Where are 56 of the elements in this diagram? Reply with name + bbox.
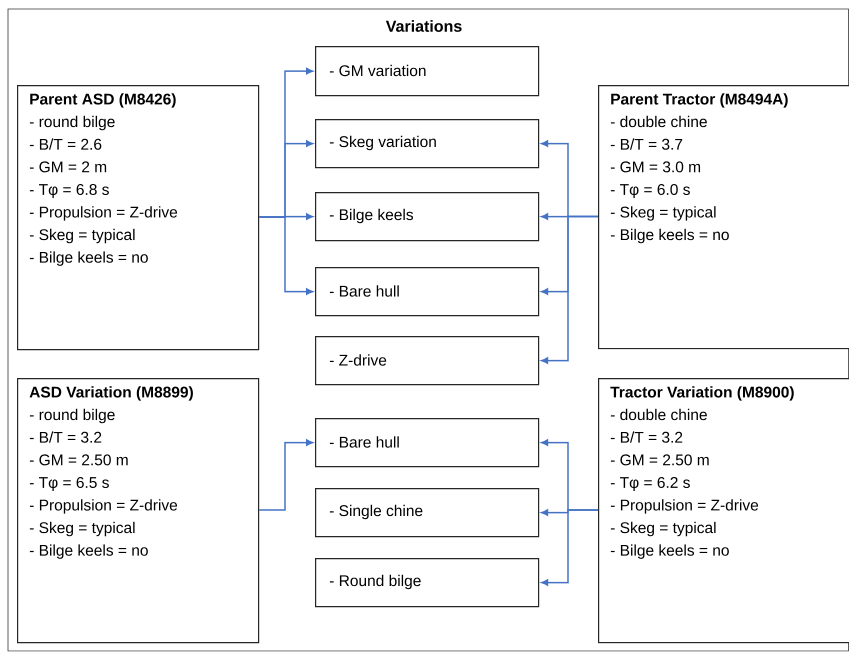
spec-box — [598, 378, 849, 644]
node-label: - GM = 3.0 m — [610, 161, 700, 172]
node-label: - Propulsion = Z-drive — [30, 499, 178, 514]
node-label: - GM = 2.50 m — [30, 454, 128, 466]
node-label: - Propulsion = Z-drive — [30, 206, 178, 221]
spec-box — [17, 378, 260, 644]
node-label: - double chine — [610, 116, 707, 128]
node-label: - Skeg variation — [330, 136, 436, 150]
variation-box — [315, 119, 540, 168]
node-label: - Round bilge — [330, 574, 421, 590]
node-label: Parent ASD (M8426) — [30, 93, 176, 108]
node-label: - Bilge keels — [330, 208, 414, 224]
arrow — [259, 439, 314, 511]
node-label: - Bare hull — [330, 436, 399, 448]
node-label: - Z-drive — [330, 354, 386, 366]
variation-box — [315, 418, 540, 468]
arrow — [541, 216, 598, 364]
node-label: - round bilge — [30, 408, 115, 424]
node-label: ASD Variation (M8899) — [30, 386, 193, 401]
node-label: - Skeg = typical — [610, 206, 716, 221]
node-label: - Tφ = 6.8 s — [30, 184, 109, 198]
node-label: - Bilge keels = no — [610, 228, 729, 244]
variation-box — [315, 558, 540, 608]
node-label: - Bilge keels = no — [610, 544, 729, 559]
node-label: - Propulsion = Z-drive — [610, 499, 758, 514]
spec-box — [598, 85, 849, 350]
node-label: - GM = 2 m — [30, 161, 106, 172]
node-label: - Bilge keels = no — [30, 251, 148, 266]
spec-box — [17, 85, 260, 350]
variation-box — [315, 192, 540, 242]
node-label: - Skeg = typical — [30, 228, 135, 244]
node-label: - Tφ = 6.2 s — [610, 477, 690, 492]
node-label: - Tφ = 6.0 s — [610, 184, 690, 198]
node-label: - round bilge — [30, 116, 115, 130]
node-label: - Bilge keels = no — [30, 544, 148, 559]
node-label: - double chine — [610, 408, 707, 420]
node-label: - Skeg = typical — [30, 522, 135, 536]
node-label: - GM = 2.50 m — [610, 454, 709, 466]
node-label: - Skeg = typical — [610, 522, 716, 536]
title: Variations — [386, 20, 462, 32]
node-label: - GM variation — [330, 64, 426, 76]
node-label: - B/T = 3.2 — [30, 431, 102, 443]
node-label: - Tφ = 6.5 s — [30, 477, 109, 492]
node-label: - B/T = 2.6 — [30, 138, 102, 150]
variation-box — [315, 267, 540, 316]
arrow — [259, 216, 314, 295]
node-label: - B/T = 3.2 — [610, 431, 682, 443]
variation-box — [315, 46, 540, 96]
node-label: Parent Tractor (M8494A) — [611, 93, 788, 108]
node-label: - Single chine — [330, 504, 422, 520]
variation-box — [315, 488, 540, 538]
variation-box — [315, 336, 540, 386]
node-label: - Bare hull — [330, 285, 399, 297]
node-label: Tractor Variation (M8900) — [610, 386, 794, 401]
node-label: - B/T = 3.7 — [610, 138, 682, 150]
arrow — [541, 509, 598, 586]
